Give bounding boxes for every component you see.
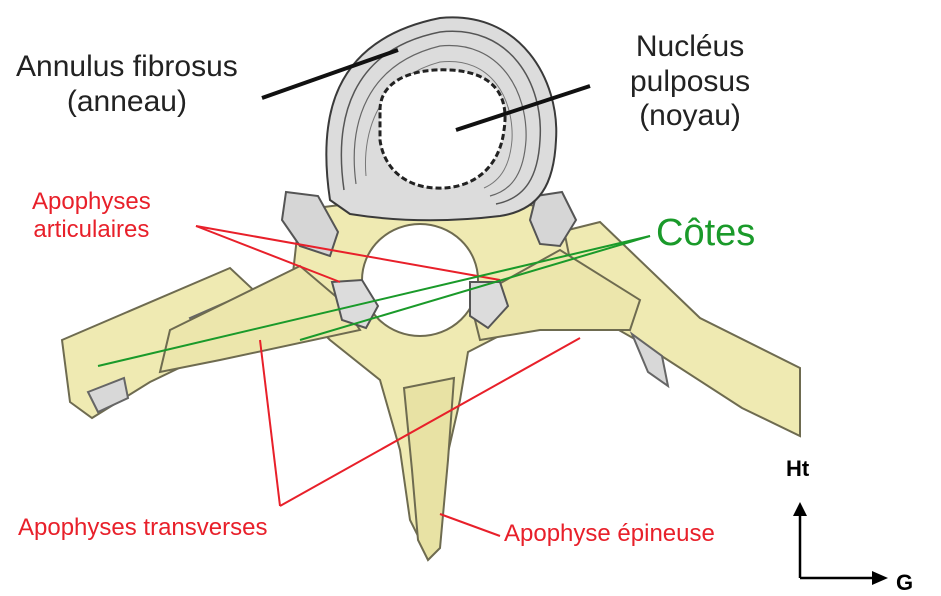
epineuse-pointer [440,514,500,536]
nucleus-label-line1: Nucléus [630,30,750,65]
nucleus-pulposus-shape [380,70,505,188]
annulus-label-line2: (anneau) [16,85,238,120]
right-arrow-icon [872,571,888,585]
epineuse-label: Apophyse épineuse [504,520,715,548]
nucleus-label-line2: pulposus [630,65,750,100]
right-axis-label: G [896,570,913,595]
nucleus-label: Nucléus pulposus (noyau) [630,30,750,134]
transverses-label: Apophyses transverses [18,514,267,542]
orientation-axes [793,502,888,585]
nucleus-label-line3: (noyau) [630,99,750,134]
cotes-label: Côtes [656,212,755,256]
articulaires-label-line2: articulaires [32,216,151,244]
up-axis-label: Ht [786,456,809,481]
spinous-process [404,378,454,560]
annulus-label: Annulus fibrosus (anneau) [16,50,238,119]
annulus-label-line1: Annulus fibrosus [16,50,238,85]
transverses-pointer-1 [260,340,280,506]
articulaires-label: Apophyses articulaires [32,188,151,243]
up-arrow-icon [793,502,807,516]
articulaires-label-line1: Apophyses [32,188,151,216]
